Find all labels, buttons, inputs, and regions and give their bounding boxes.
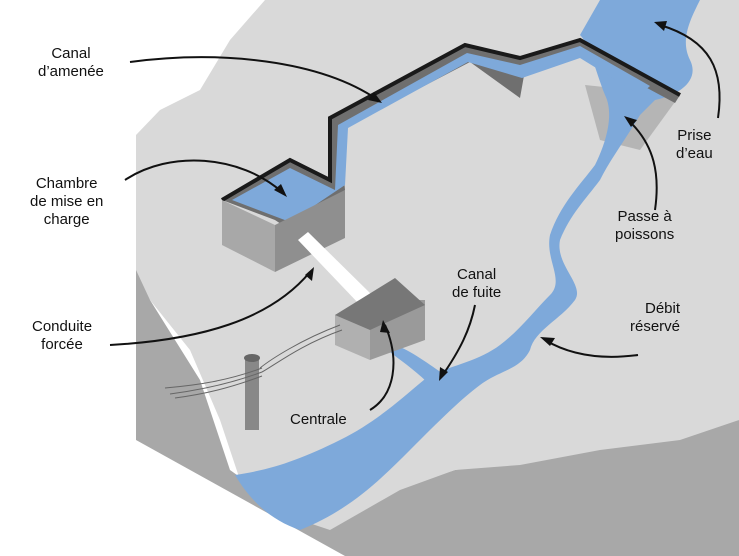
label-canal-amenee: Canal d’amenée [38,45,104,80]
label-conduite-forcee: Conduite forcée [32,318,93,353]
forebay-front [222,200,275,272]
terrain-left-face [136,135,455,556]
label-prise-eau: Prise d’eau [676,127,713,162]
label-canal-fuite: Canal de fuite [452,266,502,301]
headrace-outline [220,37,681,202]
river [235,0,700,530]
pylon-top [244,354,260,362]
terrain-right-face [455,420,739,556]
terrain-top [136,0,739,530]
powerhouse-roof [335,278,425,330]
label-chambre-mise-en-charge: Chambre de mise en charge [30,175,104,228]
penstock [298,232,372,305]
label-debit-reserve: Débit réservé [630,300,681,335]
pylon [245,358,259,430]
headrace-water [232,46,650,222]
label-passe-poissons: Passe à poissons [615,208,675,243]
forebay-side [275,190,345,272]
annotation-arrows [109,24,721,411]
power-lines [164,324,343,399]
tailrace [390,345,445,385]
label-centrale: Centrale [290,411,347,428]
arrow-heads [274,21,667,381]
